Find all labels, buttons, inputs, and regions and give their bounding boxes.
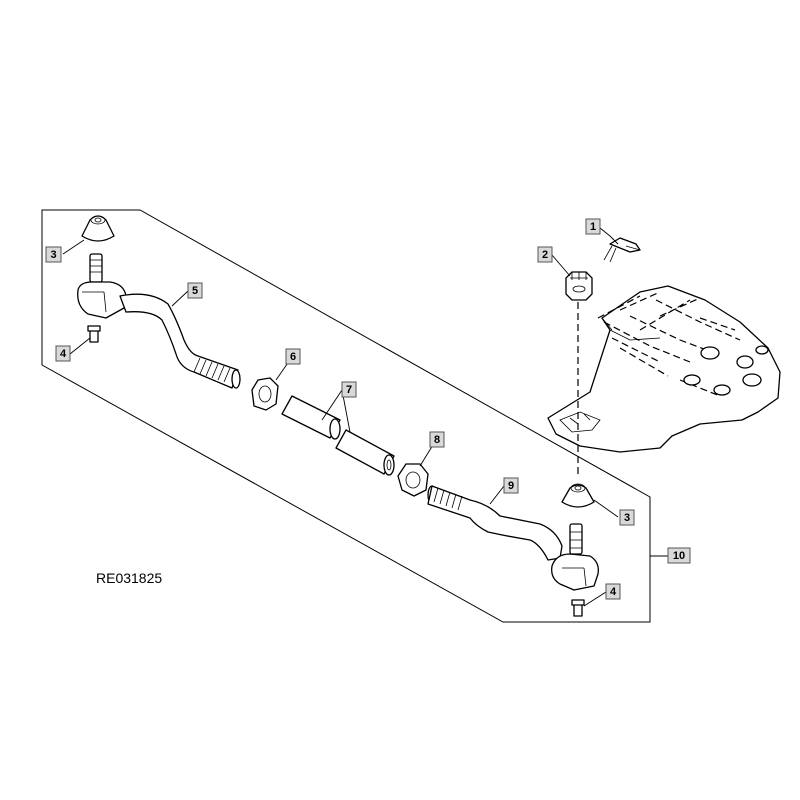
castle-nut	[565, 271, 593, 301]
assembly-outline	[41, 209, 651, 623]
callout-4-left-label: 4	[60, 348, 67, 360]
reference-code: RE031825	[96, 570, 162, 586]
callout-6: 6	[285, 348, 301, 365]
callout-2: 2	[537, 246, 553, 263]
grease-fitting-left	[87, 325, 101, 343]
callout-1-label: 1	[590, 221, 596, 233]
dust-boot-right	[561, 483, 595, 508]
callout-3-left-label: 3	[50, 249, 56, 261]
callout-1: 1	[585, 218, 601, 235]
callout-9-label: 9	[508, 480, 514, 492]
callout-8-label: 8	[434, 434, 440, 446]
tie-rod-left	[119, 293, 241, 389]
axle-bracket	[547, 285, 781, 453]
callout-4-right-label: 4	[610, 586, 617, 598]
adjusting-sleeve-upper	[281, 395, 341, 440]
callout-7-label: 7	[346, 384, 352, 396]
tie-rod-right	[427, 485, 563, 561]
callout-5: 5	[187, 282, 203, 299]
callout-9: 9	[503, 477, 519, 494]
callout-7: 7	[341, 381, 357, 398]
callout-3-right-label: 3	[624, 512, 630, 524]
callout-10: 10	[667, 547, 691, 564]
callout-3-left: 3	[45, 246, 62, 263]
jam-nut-right	[397, 463, 429, 497]
grease-fitting-right	[571, 599, 585, 617]
callout-4-right: 4	[605, 583, 621, 600]
callout-3-right: 3	[619, 509, 635, 526]
callout-2-label: 2	[542, 249, 548, 261]
dust-boot-left	[81, 215, 115, 242]
jam-nut-left	[251, 377, 279, 411]
tie-rod-end-left	[77, 253, 127, 319]
adjusting-sleeve-lower	[335, 429, 395, 476]
cotter-pin	[603, 237, 641, 263]
tie-rod-end-right	[551, 523, 599, 591]
callout-4-left: 4	[55, 345, 71, 362]
callout-5-label: 5	[192, 285, 198, 297]
callout-10-label: 10	[673, 550, 685, 562]
callout-8: 8	[429, 431, 445, 448]
callout-6-label: 6	[290, 351, 296, 363]
